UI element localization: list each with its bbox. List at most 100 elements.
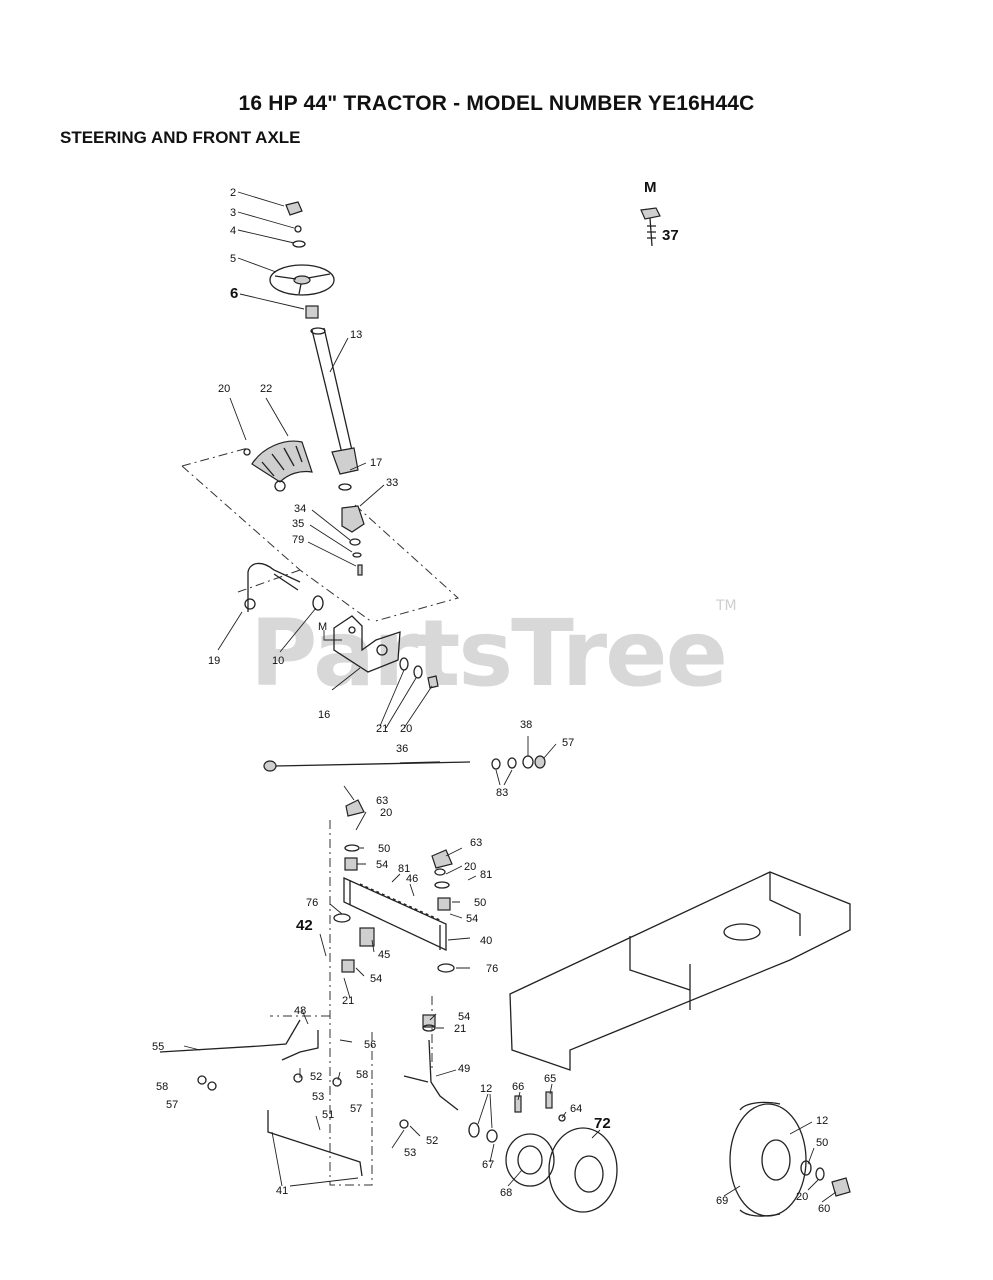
callout-c36: 36 xyxy=(396,743,408,755)
washer-83b xyxy=(507,757,517,769)
steering-adapter xyxy=(305,305,319,319)
callout-c54c: 54 xyxy=(370,973,382,985)
callout-c63a: 63 xyxy=(376,795,388,807)
hardware-group-part: 37 xyxy=(662,227,679,244)
callout-c41: 41 xyxy=(276,1185,288,1197)
nut-53a xyxy=(293,1073,303,1083)
callout-c69: 69 xyxy=(716,1195,728,1207)
callout-c21b: 21 xyxy=(342,995,354,1007)
callout-c76a: 76 xyxy=(306,897,318,909)
drag-link xyxy=(244,562,324,612)
callout-c12a: 12 xyxy=(480,1083,492,1095)
callout-c51: 51 xyxy=(322,1109,334,1121)
hubcap xyxy=(548,1127,618,1213)
clip-20 xyxy=(427,675,439,689)
washer-50a xyxy=(344,844,360,852)
steering-shaft xyxy=(310,327,359,475)
callout-c63b: 63 xyxy=(470,837,482,849)
callout-c20b: 20 xyxy=(400,723,412,735)
cap-60 xyxy=(831,1177,851,1197)
tie-rod xyxy=(263,760,471,772)
callout-c17: 17 xyxy=(370,457,382,469)
fitting-66 xyxy=(514,1095,522,1113)
callout-c3: 3 xyxy=(230,207,236,219)
assembly-outline-axle xyxy=(270,820,433,1186)
nut-57c xyxy=(332,1077,342,1087)
washer-4 xyxy=(292,240,306,248)
callout-c21a: 21 xyxy=(376,723,388,735)
callout-c35: 35 xyxy=(292,518,304,530)
callout-c5: 5 xyxy=(230,253,236,265)
nut-57b xyxy=(207,1081,217,1091)
bushing-54b xyxy=(437,897,451,911)
callout-c33: 33 xyxy=(386,477,398,489)
washer-21c xyxy=(422,1024,436,1032)
callout-c58b: 58 xyxy=(356,1069,368,1081)
callout-c79: 79 xyxy=(292,534,304,546)
pinion-support xyxy=(338,483,365,576)
fitting-65 xyxy=(545,1091,553,1109)
washer-38 xyxy=(522,755,534,769)
callout-c56a: 56 xyxy=(364,1039,376,1051)
steering-wheel xyxy=(269,264,335,296)
callout-c52a: 52 xyxy=(310,1071,322,1083)
cap-63b xyxy=(431,849,453,869)
nut-3 xyxy=(294,225,302,233)
callout-labels: 2 3 4 5 6 13 20 22 17 33 34 35 79 19 10 … xyxy=(152,179,830,1215)
callout-c45: 45 xyxy=(378,949,390,961)
front-tire xyxy=(729,1101,807,1217)
clip-20d xyxy=(434,868,446,876)
washer-76a xyxy=(333,913,351,923)
callout-c81b: 81 xyxy=(480,869,492,881)
callout-c57c: 57 xyxy=(350,1103,362,1115)
callout-c19: 19 xyxy=(208,655,220,667)
callout-c16: 16 xyxy=(318,709,330,721)
callout-c54a: 54 xyxy=(376,859,388,871)
callout-c50b: 50 xyxy=(474,897,486,909)
callout-c57b: 57 xyxy=(166,1099,178,1111)
callout-c76b: 76 xyxy=(486,963,498,975)
callout-c58a: 58 xyxy=(156,1081,168,1093)
page-title: 16 HP 44" TRACTOR - MODEL NUMBER YE16H44… xyxy=(238,92,755,115)
spacer-45 xyxy=(359,927,375,947)
callout-c4: 4 xyxy=(230,225,236,237)
callout-c66: 66 xyxy=(512,1081,524,1093)
callout-c54d: 54 xyxy=(458,1011,470,1023)
washer-21b xyxy=(413,665,423,679)
callout-c40: 40 xyxy=(480,935,492,947)
front-axle xyxy=(343,876,447,952)
spindle-left xyxy=(159,1019,319,1061)
sector-gear xyxy=(251,440,313,492)
callout-c6: 6 xyxy=(230,285,238,302)
washer-21 xyxy=(399,657,409,671)
cap-63a xyxy=(345,799,365,817)
watermark-tm: TM xyxy=(716,598,737,614)
callout-c67: 67 xyxy=(482,1159,494,1171)
callout-c12b: 12 xyxy=(816,1115,828,1127)
callout-c81a: 81 xyxy=(398,863,410,875)
washer-67 xyxy=(486,1129,498,1143)
callout-cM: M xyxy=(318,621,327,633)
washer-76b xyxy=(437,963,455,973)
clip-20e xyxy=(815,1167,825,1181)
leader-lines xyxy=(183,191,837,1203)
callout-c21c: 21 xyxy=(454,1023,466,1035)
callout-c64: 64 xyxy=(570,1103,582,1115)
callout-c50c: 50 xyxy=(816,1137,828,1149)
hardware-group-label: M xyxy=(644,179,657,196)
bearing-12a xyxy=(468,1122,480,1138)
callout-c83: 83 xyxy=(496,787,508,799)
callout-c20d: 20 xyxy=(464,861,476,873)
callout-c68: 68 xyxy=(500,1187,512,1199)
callout-c53b: 53 xyxy=(404,1147,416,1159)
pin-64 xyxy=(558,1114,566,1122)
wheel-rim xyxy=(505,1133,555,1187)
callout-c38: 38 xyxy=(520,719,532,731)
callout-c53a: 53 xyxy=(312,1091,324,1103)
assembly-outline-steering xyxy=(181,447,460,623)
callout-c46: 46 xyxy=(406,873,418,885)
callout-c60: 60 xyxy=(818,1203,830,1215)
nut-58a xyxy=(197,1075,207,1085)
